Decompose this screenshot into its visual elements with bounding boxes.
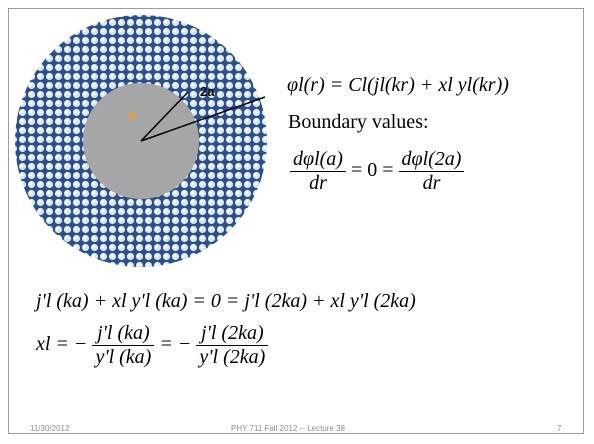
derivative-2a-numerator: dφl(2a) [398,148,465,172]
wavefunction-equation: φl(r) = Cl(jl(kr) + xl yl(kr)) [287,74,509,97]
outer-radius-line [140,96,266,142]
coefficient-ka-numerator: j'l (ka) [92,322,155,346]
derivative-fraction-a: dφl(a) dr [290,148,346,195]
derivative-2a-denominator: dr [422,172,441,194]
boundary-condition-equation: dφl(a) dr = 0 = dφl(2a) dr [290,148,465,195]
coefficient-2ka-denominator: y'l (2ka) [199,346,266,368]
wavefunction-rhs: (jl(kr) + xl yl(kr)) [367,74,509,96]
boundary-values-text: Boundary values: [288,111,429,133]
footer-date: 11/30/2012 [30,424,70,433]
footer-page-number: 7 [557,424,562,433]
inner-radius-label: a [128,107,136,122]
slide-frame [8,8,584,434]
coefficient-middle: = − [159,333,192,356]
combined-boundary-equation: j'l (ka) + xl y'l (ka) = 0 = j'l (2ka) +… [36,290,416,312]
derivative-a-denominator: dr [309,172,327,194]
coefficient-ka-denominator: y'l (ka) [95,346,152,368]
coefficient-equation: xl = − j'l (ka) y'l (ka) = − j'l (2ka) y… [36,322,269,369]
inner-radius-line [140,91,189,142]
footer-course: PHY 711 Fall 2012 -- Lecture 38 [231,424,345,433]
derivative-a-numerator: dφl(a) [290,148,346,172]
derivative-fraction-2a: dφl(2a) dr [398,148,465,195]
coefficient-lhs: xl = − [36,333,88,356]
outer-radius-label: 2a [200,84,215,99]
wavefunction-lhs: φl(r) = Cl [287,74,368,96]
boundary-middle: = 0 = [350,159,394,182]
coefficient-fraction-2ka: j'l (2ka) y'l (2ka) [196,322,269,369]
coefficient-2ka-numerator: j'l (2ka) [196,322,269,346]
coefficient-fraction-ka: j'l (ka) y'l (ka) [92,322,155,369]
